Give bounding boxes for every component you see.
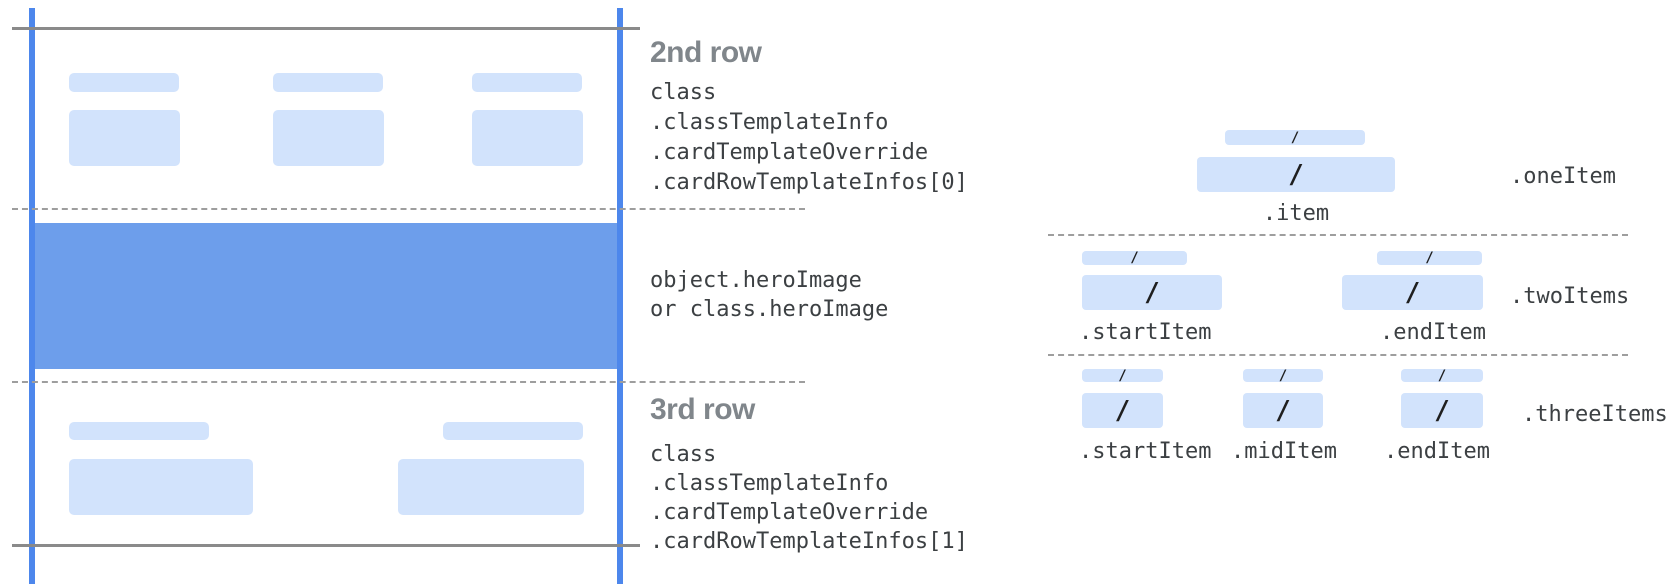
slash-glyph: / xyxy=(1144,277,1160,308)
code-line: .cardTemplateOverride xyxy=(650,140,929,165)
row3-end-value-placeholder xyxy=(398,459,584,515)
code-line: object.heroImage xyxy=(650,268,862,293)
legend-divider-1 xyxy=(1048,234,1628,236)
twoitems-end-label: .endItem xyxy=(1380,320,1486,345)
threeitems-start-label: .startItem xyxy=(1079,439,1212,464)
card-bottom-line xyxy=(12,544,640,547)
slash-glyph: / xyxy=(1275,395,1291,426)
code-line: or class.heroImage xyxy=(650,297,889,322)
row2-heading: 2nd row xyxy=(650,36,762,69)
code-line: .cardTemplateOverride xyxy=(650,500,929,525)
card-right-guide-line xyxy=(617,8,623,584)
twoitems-start-value-chip: / xyxy=(1082,275,1222,310)
threeitems-end-value-chip: / xyxy=(1401,393,1483,428)
row2-code-path: class .classTemplateInfo .cardTemplateOv… xyxy=(650,78,968,198)
row2-col2-label-placeholder xyxy=(273,73,383,92)
code-line: .classTemplateInfo xyxy=(650,110,889,135)
row3-code-path: class .classTemplateInfo .cardTemplateOv… xyxy=(650,440,968,556)
row2-col1-value-placeholder xyxy=(69,110,180,166)
hero-bottom-dashed-line xyxy=(12,381,805,383)
threeitems-start-label-chip: / xyxy=(1082,367,1163,384)
row2-bottom-dashed-line xyxy=(12,208,805,210)
code-line: .cardRowTemplateInfos[0] xyxy=(650,170,968,195)
row2-col2-value-placeholder xyxy=(273,110,384,166)
row2-col3-value-placeholder xyxy=(472,110,583,166)
slash-glyph: / xyxy=(1114,395,1131,426)
row2-col3-label-placeholder xyxy=(472,73,582,92)
twoitems-end-value-chip: / xyxy=(1342,275,1483,310)
threeitems-end-label: .endItem xyxy=(1384,439,1490,464)
slash-glyph: / xyxy=(1425,250,1434,266)
slash-glyph: / xyxy=(1288,159,1304,190)
row3-start-label-placeholder xyxy=(69,422,209,440)
oneitem-value-chip: / xyxy=(1197,157,1395,192)
slash-glyph: / xyxy=(1437,367,1447,384)
row3-heading: 3rd row xyxy=(650,393,755,426)
row3-start-value-placeholder xyxy=(69,459,253,515)
slash-glyph: / xyxy=(1290,129,1300,146)
twoitems-end-label-chip: / xyxy=(1377,251,1482,265)
card-left-guide-line xyxy=(29,8,35,584)
hero-image-code-path: object.heroImage or class.heroImage xyxy=(650,266,888,324)
oneitem-item-label: .item xyxy=(1262,201,1330,226)
code-line: .cardRowTemplateInfos[1] xyxy=(650,529,968,554)
hero-image-band xyxy=(29,223,623,369)
code-line: class xyxy=(650,442,717,467)
threeitems-mid-label-chip: / xyxy=(1243,367,1323,384)
slash-glyph: / xyxy=(1130,250,1139,266)
legend-divider-2 xyxy=(1048,354,1628,356)
slash-glyph: / xyxy=(1404,277,1421,308)
slash-glyph: / xyxy=(1278,367,1288,384)
threeitems-start-value-chip: / xyxy=(1082,393,1163,428)
twoitems-start-label: .startItem xyxy=(1079,320,1212,345)
row3-end-label-placeholder xyxy=(443,422,583,440)
threeitems-end-label-chip: / xyxy=(1401,367,1483,384)
twoitems-start-label-chip: / xyxy=(1082,251,1187,265)
twoitems-row-label: .twoItems xyxy=(1510,284,1630,309)
slash-glyph: / xyxy=(1118,367,1127,384)
threeitems-row-label: .threeItems xyxy=(1522,402,1668,427)
oneitem-label-chip: / xyxy=(1225,130,1365,145)
slash-glyph: / xyxy=(1434,395,1450,426)
card-top-line xyxy=(12,27,640,30)
code-line: class xyxy=(650,80,717,105)
code-line: .classTemplateInfo xyxy=(650,471,889,496)
row2-col1-label-placeholder xyxy=(69,73,179,92)
oneitem-row-label: .oneItem xyxy=(1510,164,1616,189)
threeitems-mid-value-chip: / xyxy=(1243,393,1323,428)
threeitems-mid-label: .midItem xyxy=(1231,439,1337,464)
